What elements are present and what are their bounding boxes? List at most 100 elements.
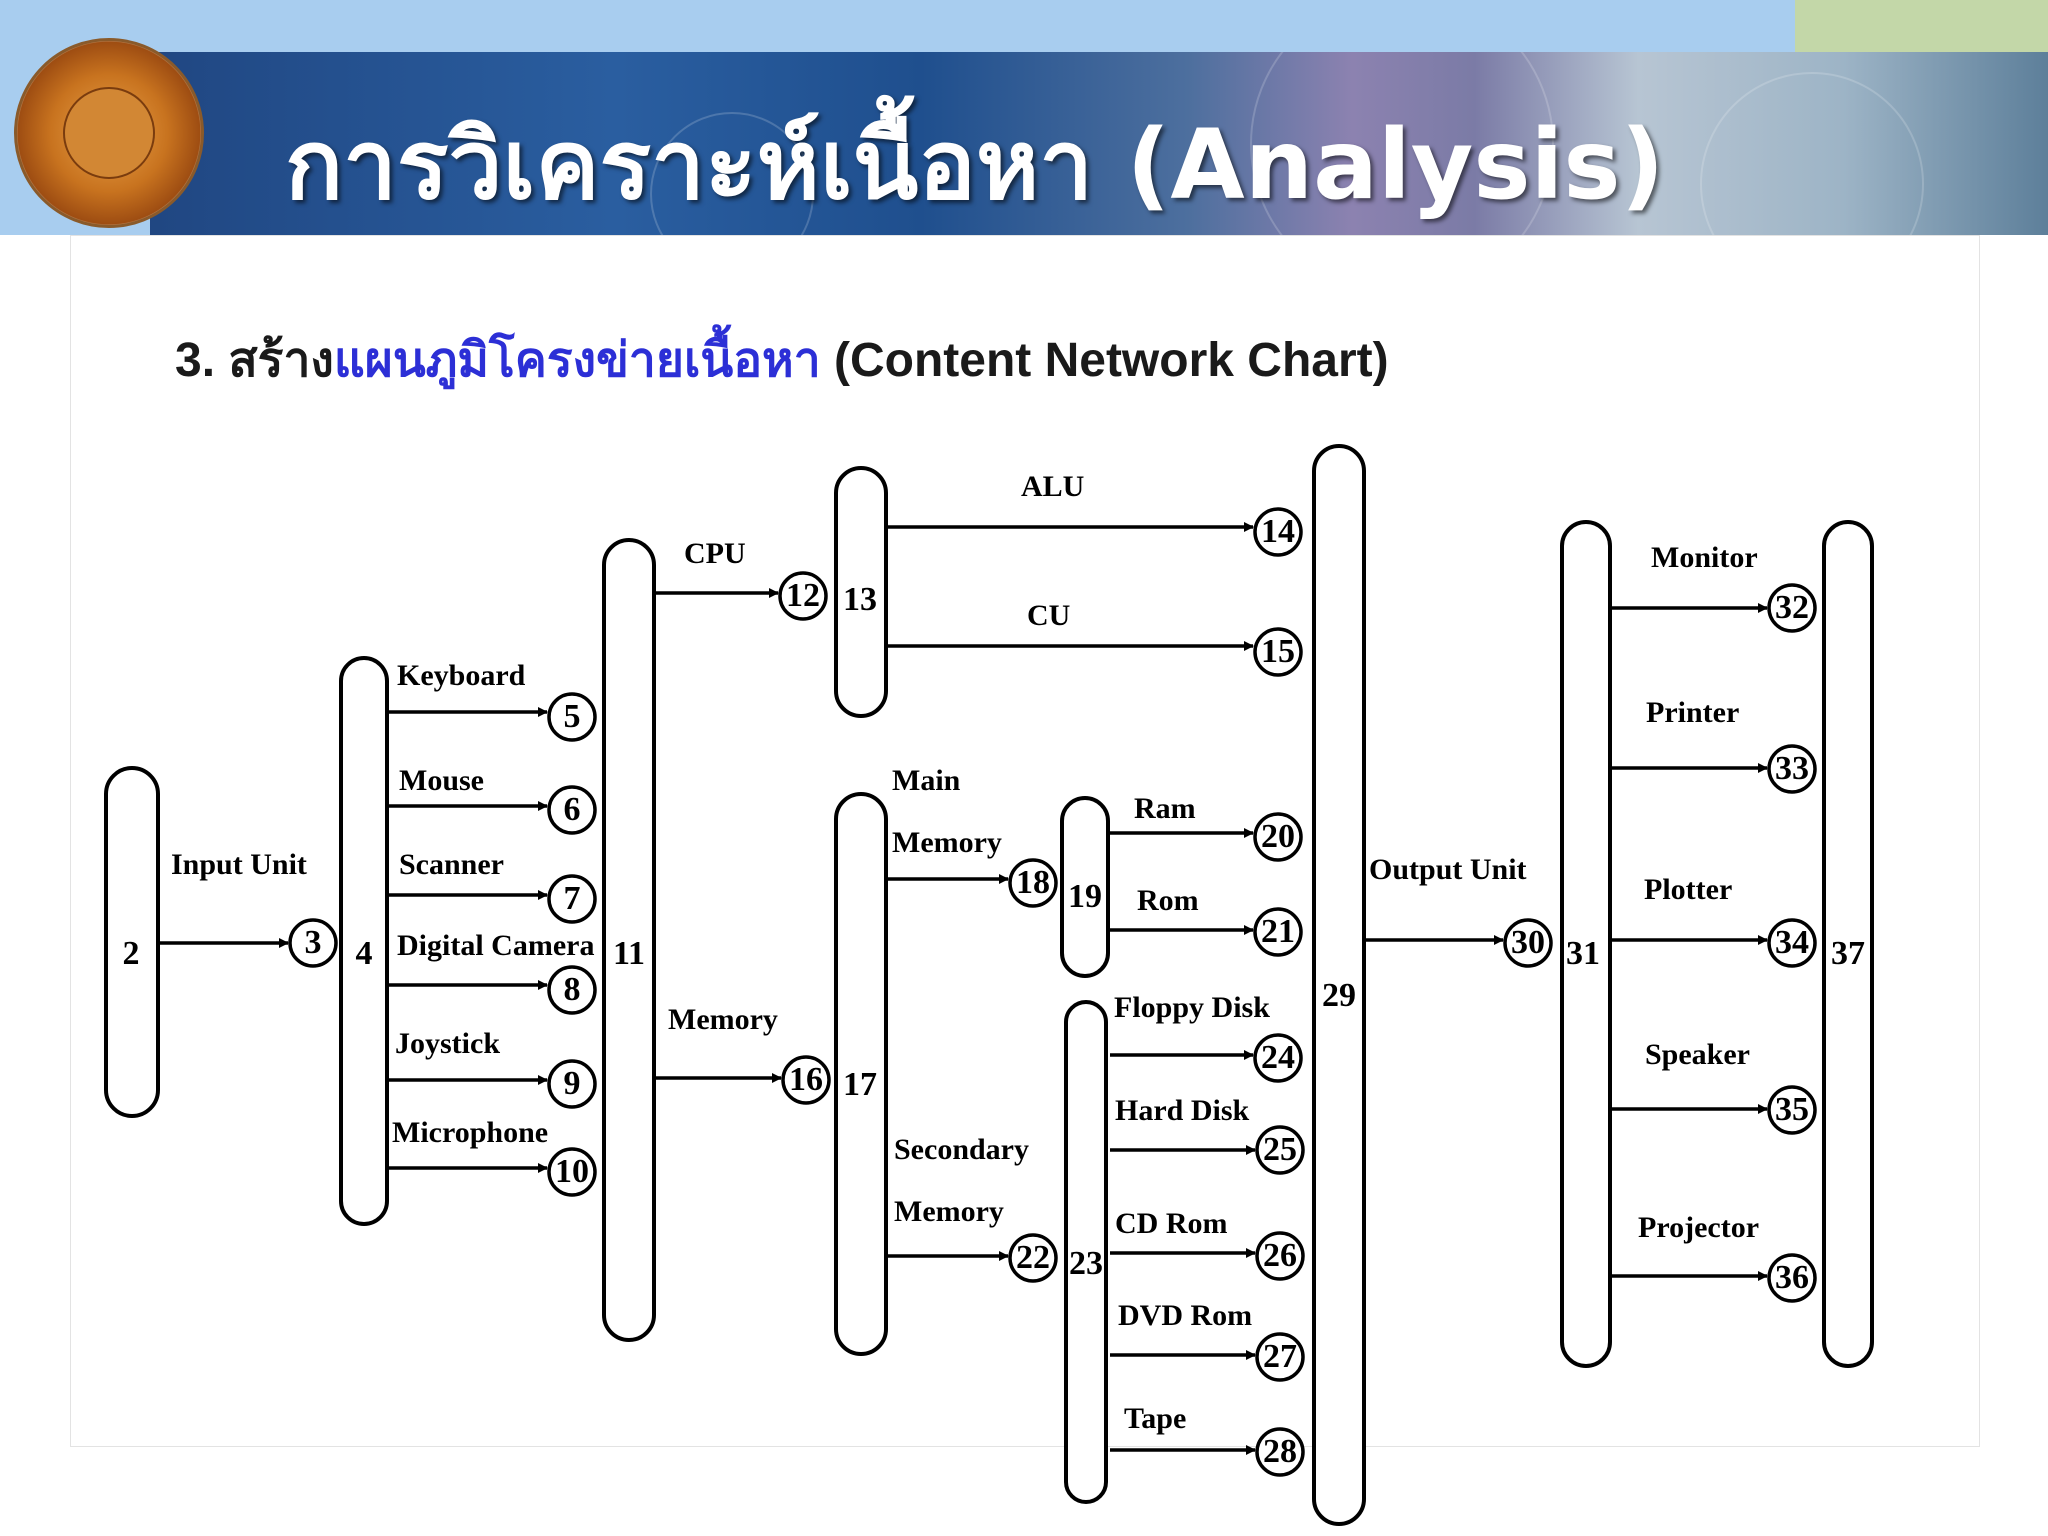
circle-node xyxy=(547,1059,597,1109)
circle-node xyxy=(1767,1253,1817,1303)
pill-node-shape xyxy=(834,792,888,1356)
pill-node xyxy=(834,792,888,1356)
circle-node xyxy=(1253,627,1303,677)
pill-node xyxy=(1060,796,1110,978)
edge-label: Microphone xyxy=(392,1116,548,1149)
banner-decoration xyxy=(1250,52,1554,235)
circle-node xyxy=(1503,918,1553,968)
circle-node-label: 25 xyxy=(1263,1131,1297,1168)
pill-node-shape xyxy=(1312,444,1366,1526)
top-band xyxy=(0,0,2048,60)
circle-node-label: 27 xyxy=(1263,1338,1297,1375)
page-title: การวิเคราะห์เนื้อหา (Analysis) xyxy=(285,109,1665,221)
pill-node xyxy=(834,466,888,718)
circle-node xyxy=(781,1055,831,1105)
pill-node xyxy=(1312,444,1366,1526)
circle-node-label: 36 xyxy=(1775,1259,1809,1296)
edge-label: CD Rom xyxy=(1115,1207,1228,1240)
circle-node xyxy=(1255,1332,1305,1382)
pill-node-shape xyxy=(1064,1000,1108,1504)
circle-node-label: 5 xyxy=(564,698,581,735)
pill-node-label: 23 xyxy=(1069,1245,1103,1282)
circle-node xyxy=(547,965,597,1015)
pill-node xyxy=(1822,520,1874,1368)
circle-node-label: 3 xyxy=(305,924,322,961)
edge-label: Plotter xyxy=(1644,873,1732,906)
edge-label: Monitor xyxy=(1651,541,1758,574)
edge-label: Rom xyxy=(1137,884,1199,917)
pill-node-label: 13 xyxy=(843,581,877,618)
circle-node xyxy=(1767,744,1817,794)
circle-node-label: 20 xyxy=(1261,818,1295,855)
edge-label: Scanner xyxy=(399,848,504,881)
circle-node-label: 8 xyxy=(564,971,581,1008)
pill-node-label: 17 xyxy=(843,1066,877,1103)
edge-label: Output Unit xyxy=(1369,853,1527,886)
circle-node xyxy=(1767,1085,1817,1135)
circle-node-label: 12 xyxy=(786,577,820,614)
edge-label: Memory xyxy=(894,1195,1004,1228)
pill-node-label: 19 xyxy=(1068,878,1102,915)
circle-node-label: 16 xyxy=(789,1061,823,1098)
subtitle-suffix: (Content Network Chart) xyxy=(820,334,1389,387)
circle-node-label: 24 xyxy=(1261,1039,1295,1076)
vocational-education-commission-seal-icon xyxy=(14,38,204,228)
edge-label: Ram xyxy=(1134,792,1196,825)
edge-label: Memory xyxy=(892,826,1002,859)
circle-node xyxy=(1008,858,1058,908)
circle-node-label: 26 xyxy=(1263,1237,1297,1274)
circle-node xyxy=(1767,583,1817,633)
edge-label: DVD Rom xyxy=(1118,1299,1252,1332)
circle-node xyxy=(547,874,597,924)
circle-node xyxy=(288,918,338,968)
edge-label: Floppy Disk xyxy=(1114,991,1270,1024)
pill-node-shape xyxy=(602,538,656,1342)
edge-label: CPU xyxy=(684,537,746,570)
edge-label: Keyboard xyxy=(397,659,526,692)
circle-node xyxy=(1253,1033,1303,1083)
pill-node-shape xyxy=(339,656,389,1226)
edge-label: Speaker xyxy=(1645,1038,1750,1071)
pill-node-label: 31 xyxy=(1566,935,1600,972)
edge-label: Joystick xyxy=(395,1027,500,1060)
circle-node-label: 6 xyxy=(564,791,581,828)
circle-node-label: 21 xyxy=(1261,913,1295,950)
edge-label: Memory xyxy=(668,1003,778,1036)
edge-label: Main xyxy=(892,764,961,797)
edge-label: Secondary xyxy=(894,1133,1029,1166)
subtitle-prefix: 3. สร้าง xyxy=(175,334,334,387)
circle-node xyxy=(1767,918,1817,968)
pill-node-label: 29 xyxy=(1322,977,1356,1014)
pill-node-shape xyxy=(1560,520,1612,1368)
pill-node xyxy=(339,656,389,1226)
circle-node xyxy=(1253,507,1303,557)
circle-node-label: 30 xyxy=(1511,924,1545,961)
circle-node-label: 35 xyxy=(1775,1091,1809,1128)
circle-node-label: 33 xyxy=(1775,750,1809,787)
circle-node xyxy=(1255,1125,1305,1175)
circle-node-label: 22 xyxy=(1016,1239,1050,1276)
circle-node xyxy=(1008,1233,1058,1283)
subtitle-highlight: แผนภูมิโครงข่ายเนื้อหา xyxy=(333,334,821,387)
circle-node xyxy=(1255,1231,1305,1281)
edge-label: Digital Camera xyxy=(397,929,594,962)
pill-node-label: 11 xyxy=(613,935,645,972)
slide-subtitle: 3. สร้างแผนภูมิโครงข่ายเนื้อหา (Content … xyxy=(175,322,1389,398)
circle-node-label: 10 xyxy=(555,1153,589,1190)
seal-emblem xyxy=(63,87,155,179)
circle-node xyxy=(778,571,828,621)
circle-node xyxy=(547,785,597,835)
edge-label: Input Unit xyxy=(171,848,307,881)
pill-node-label: 37 xyxy=(1831,935,1865,972)
pill-node xyxy=(1064,1000,1108,1504)
circle-node-label: 28 xyxy=(1263,1433,1297,1470)
circle-node-label: 34 xyxy=(1775,924,1809,961)
edge-label: Printer xyxy=(1646,696,1739,729)
circle-node-label: 7 xyxy=(564,880,581,917)
circle-node xyxy=(547,692,597,742)
circle-node-label: 18 xyxy=(1016,864,1050,901)
circle-node xyxy=(1255,1427,1305,1477)
circle-node-label: 15 xyxy=(1261,633,1295,670)
circle-node-label: 9 xyxy=(564,1065,581,1102)
